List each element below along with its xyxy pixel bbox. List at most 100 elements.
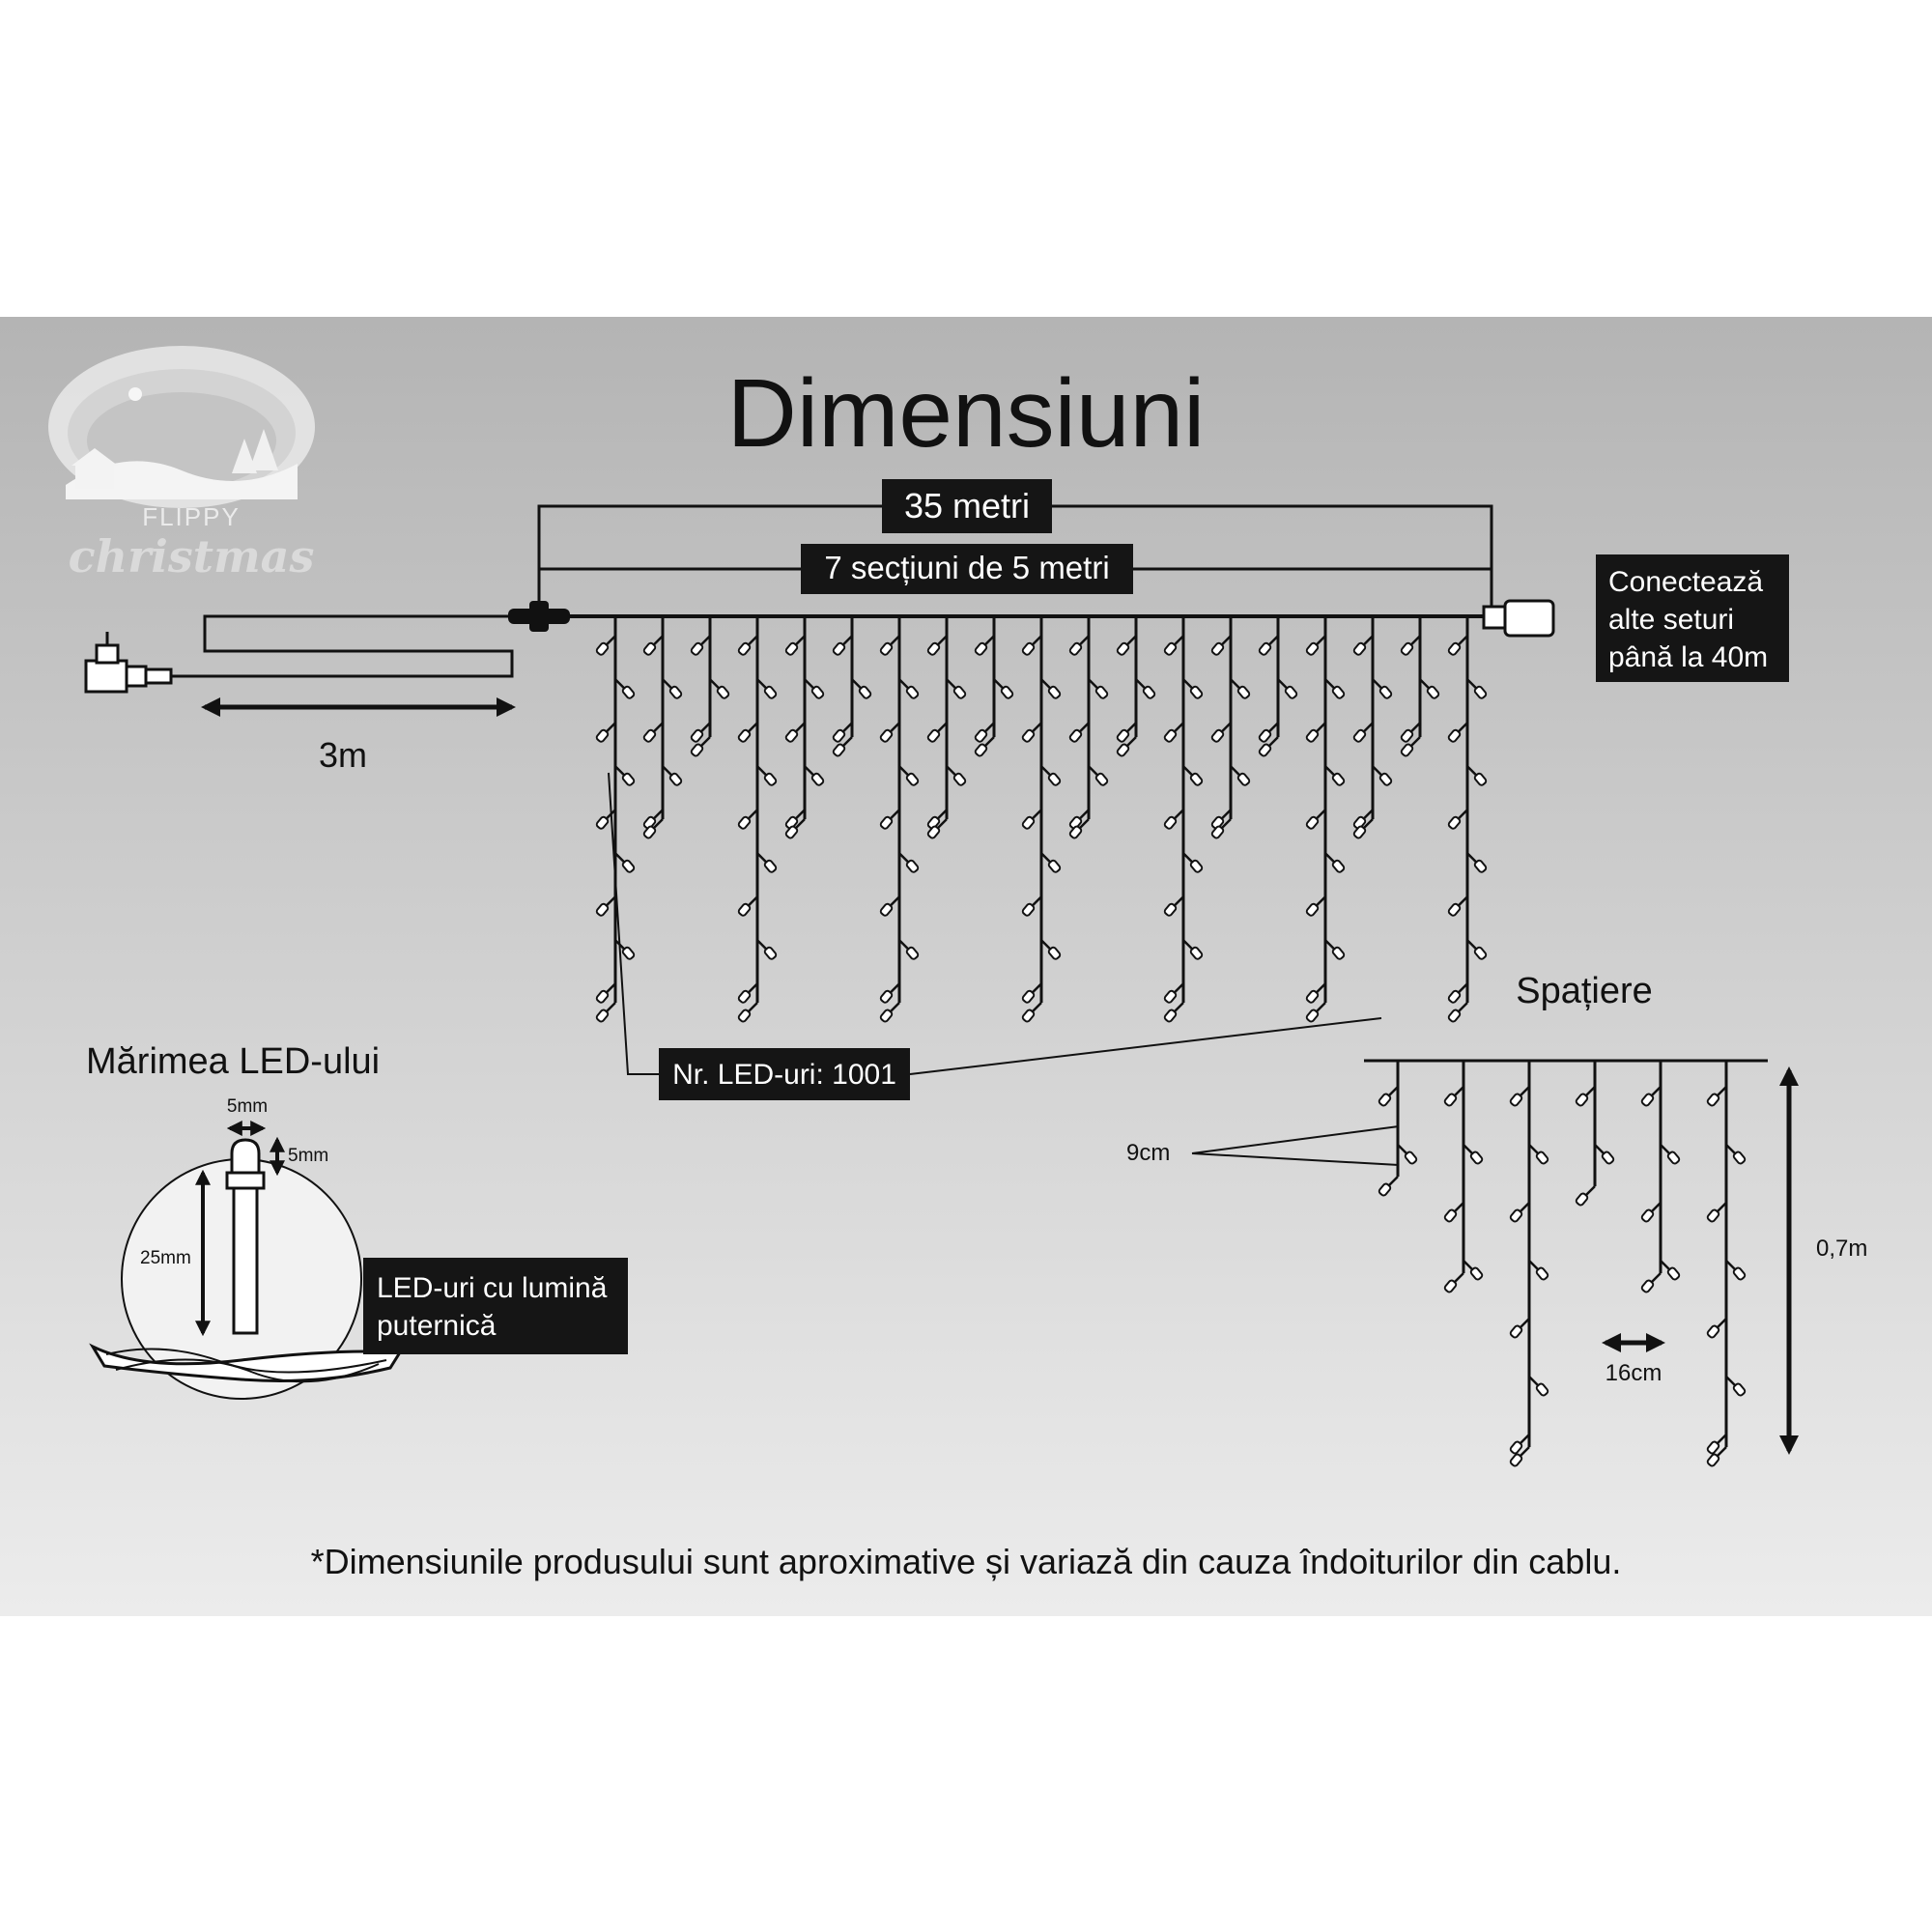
led-bulb-icon	[879, 989, 894, 1004]
led-bulb-icon	[1021, 641, 1036, 656]
led-bulb-icon	[905, 685, 920, 699]
led-stem	[1221, 635, 1232, 646]
led-stem	[1363, 722, 1374, 733]
panel-background	[0, 317, 1932, 1616]
led-stem	[1585, 1086, 1596, 1096]
led-stem	[1717, 1446, 1727, 1457]
led-bulb-icon	[1732, 1266, 1747, 1281]
led-bulb-icon	[1163, 902, 1178, 917]
led-bulb	[225, 1138, 266, 1335]
led-stem	[1717, 1202, 1727, 1212]
led-bulb-icon	[1473, 772, 1488, 786]
led-bulb-icon	[1305, 641, 1320, 656]
led-stem	[1079, 635, 1090, 646]
led-bulb-icon	[716, 685, 730, 699]
led-bulb-icon	[1509, 1208, 1523, 1223]
led-bulb-icon	[784, 728, 799, 743]
led-stem	[756, 939, 767, 951]
led-bulb-icon	[1189, 946, 1204, 960]
led-bulb-icon	[1378, 1182, 1392, 1197]
led-stem	[890, 982, 900, 994]
led-stem	[1458, 895, 1468, 907]
led-stem	[1182, 678, 1193, 690]
led-bulb-icon	[621, 685, 636, 699]
led-stem	[1410, 722, 1421, 733]
led-bulb-icon	[1305, 989, 1320, 1004]
led-bulb-icon	[952, 685, 967, 699]
led-stem	[1316, 895, 1326, 907]
led-stem	[1126, 736, 1137, 747]
led-stem	[1372, 765, 1382, 777]
led-note: LED-uri cu lumină puternică	[363, 1258, 628, 1354]
led-stem	[1725, 1260, 1736, 1270]
led-bulb-icon	[595, 641, 610, 656]
led-stem	[1316, 1002, 1326, 1012]
svg-text:LED-uri cu lumină: LED-uri cu lumină	[377, 1272, 608, 1304]
led-stem	[1454, 1272, 1464, 1283]
led-width-label: 5mm	[227, 1096, 268, 1117]
led-stem	[1363, 635, 1374, 646]
led-stem	[1174, 1002, 1184, 1012]
led-bulb-icon	[595, 728, 610, 743]
led-stem	[1717, 1434, 1727, 1444]
led-bulb-icon	[1163, 989, 1178, 1004]
led-stem	[653, 809, 664, 820]
led-cable-twist	[89, 1343, 403, 1383]
led-stem	[1594, 1144, 1605, 1154]
led-bulb-icon	[1575, 1192, 1589, 1207]
led-stem	[984, 635, 995, 646]
led-stem	[1324, 678, 1335, 690]
led-bulb-icon	[763, 859, 778, 873]
icicle-drops	[595, 616, 1488, 1023]
led-bulb-icon	[737, 989, 752, 1004]
led-stem	[1528, 1260, 1539, 1270]
led-bulb-icon	[1509, 1440, 1523, 1455]
led-stem	[937, 635, 948, 646]
led-bulb-icon	[1400, 743, 1414, 757]
led-bulb-icon	[879, 728, 894, 743]
led-bulb-icon	[1447, 902, 1462, 917]
led-bulb-icon	[974, 743, 988, 757]
led-bulb-icon	[1331, 685, 1346, 699]
led-bulb-icon	[1352, 825, 1367, 839]
led-bulb-icon	[1163, 728, 1178, 743]
led-stem	[937, 809, 948, 820]
led-bulb-icon	[1400, 641, 1414, 656]
led-bulb-icon	[1601, 1151, 1615, 1165]
led-stem	[937, 722, 948, 733]
led-bulb-icon	[690, 641, 704, 656]
led-bulb-icon	[974, 641, 988, 656]
led-stem	[795, 722, 806, 733]
led-stem	[606, 982, 616, 994]
led-stem	[1032, 809, 1042, 820]
led-count-leader	[608, 772, 1382, 1075]
led-bulb-icon	[784, 641, 799, 656]
led-stem	[1528, 1144, 1539, 1154]
led-bulb-icon	[1284, 685, 1298, 699]
led-bulb-icon	[1021, 989, 1036, 1004]
led-bulb-icon	[1210, 728, 1225, 743]
svg-text:Conectează: Conectează	[1608, 566, 1763, 598]
led-stem	[1725, 1376, 1736, 1386]
led-stem	[1032, 895, 1042, 907]
led-bulb-icon	[690, 728, 704, 743]
led-stem	[1363, 809, 1374, 820]
led-stem	[1079, 809, 1090, 820]
led-bulb-icon	[1706, 1453, 1720, 1467]
led-bulb-icon	[1000, 685, 1014, 699]
led-bulb-icon	[1447, 1009, 1462, 1023]
led-stem	[1410, 736, 1421, 747]
led-stem	[890, 809, 900, 820]
led-bulb-icon	[642, 825, 657, 839]
led-stem	[1725, 1144, 1736, 1154]
total-length-label: 35 metri	[882, 479, 1052, 533]
led-stem	[1079, 722, 1090, 733]
led-bulb-icon	[1469, 1266, 1484, 1281]
led-bulb-icon	[1305, 728, 1320, 743]
connect-note: Conectează alte seturi până la 40m	[1596, 554, 1789, 682]
led-bulb-icon	[1142, 685, 1156, 699]
led-bulb-icon	[1535, 1151, 1549, 1165]
lead-cable	[171, 614, 539, 678]
led-stem	[614, 678, 625, 690]
